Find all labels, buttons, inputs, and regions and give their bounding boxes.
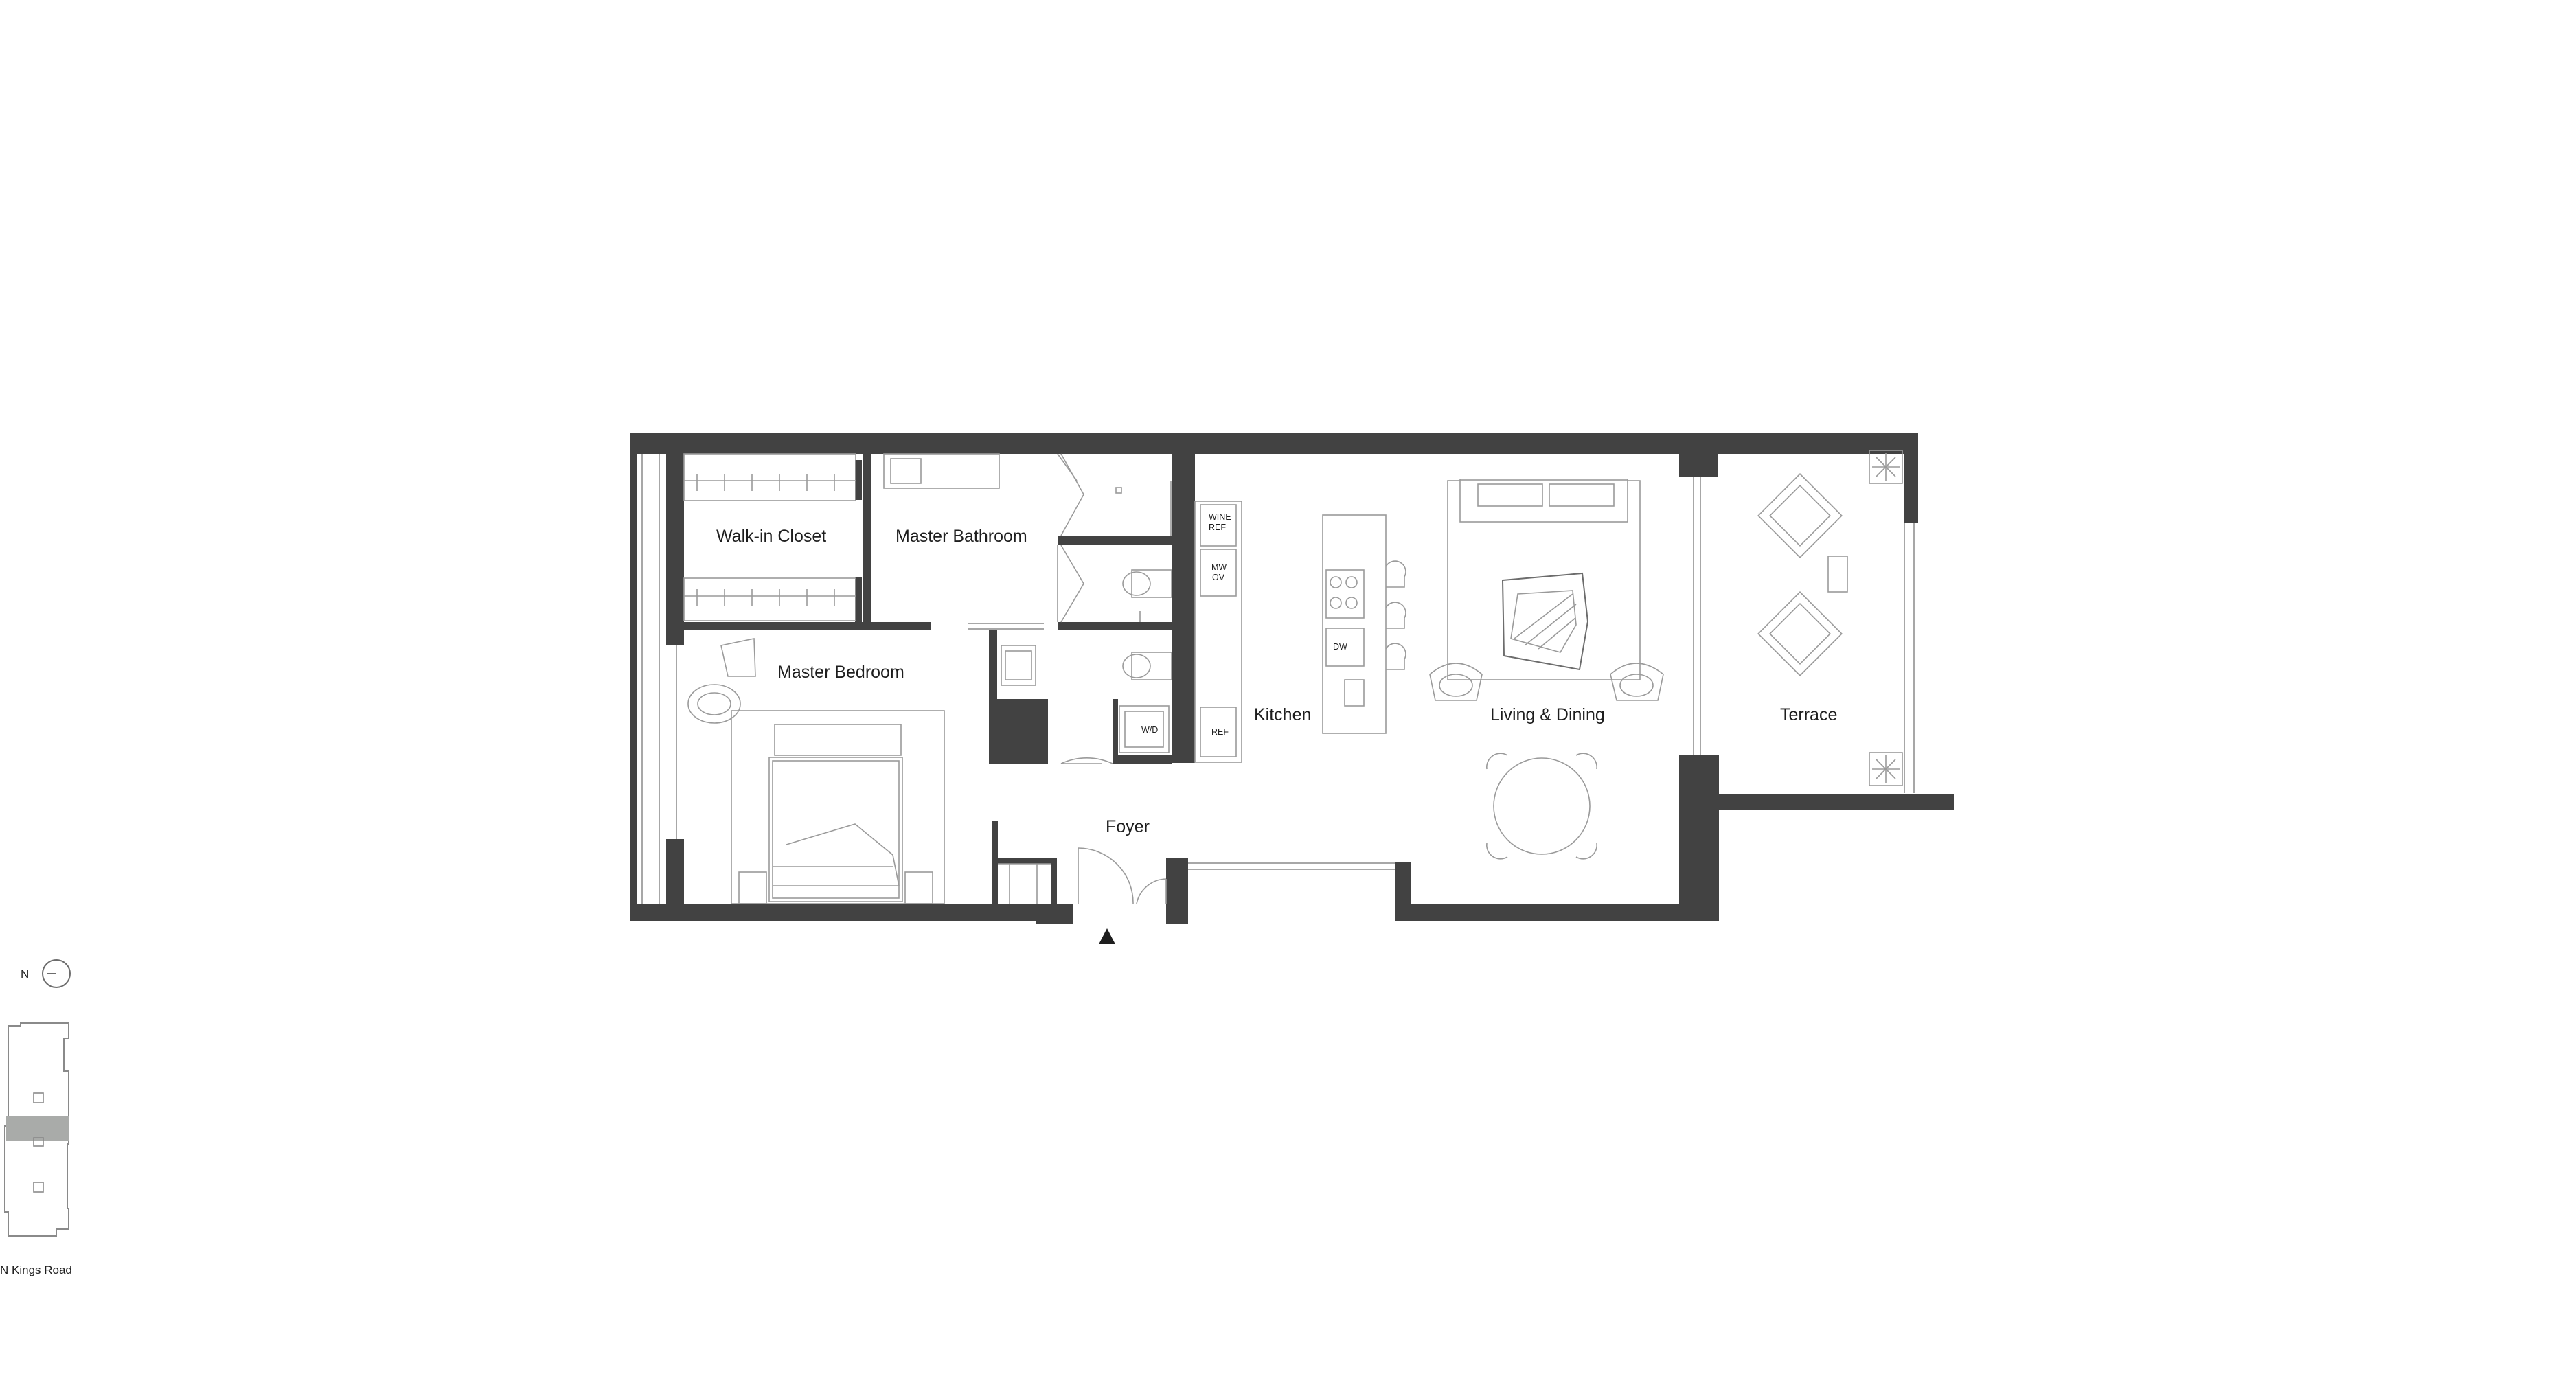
bathroom-fixtures <box>883 453 1172 630</box>
room-master-bathroom: Master Bathroom <box>896 527 1027 546</box>
living-chair-right <box>1610 663 1664 701</box>
bedroom-furniture <box>687 638 945 904</box>
label-dw: DW <box>1333 642 1347 652</box>
kitchen-cabinetry <box>1194 501 1406 763</box>
label-mw-ov-1: MW <box>1211 562 1227 572</box>
building-outline <box>4 1022 69 1237</box>
bedroom-armchair <box>687 638 756 724</box>
label-ref: REF <box>1211 727 1229 737</box>
doors <box>998 453 1167 904</box>
room-foyer: Foyer <box>1106 817 1150 836</box>
north-arrow-icon <box>42 959 71 988</box>
living-chair-left <box>1429 663 1483 701</box>
room-living-dining: Living & Dining <box>1490 705 1605 724</box>
walls <box>630 433 1954 924</box>
room-kitchen: Kitchen <box>1254 705 1311 724</box>
living-furniture <box>1429 479 1664 860</box>
lounger-lower <box>1757 591 1843 676</box>
terrace-furniture <box>1757 450 1903 786</box>
unit-highlight <box>6 1116 69 1141</box>
lounger-upper <box>1757 473 1843 558</box>
glazing <box>641 454 1915 904</box>
north-label: N <box>21 967 29 981</box>
dining-table <box>1486 753 1597 860</box>
powder-room <box>1001 645 1172 764</box>
key-plan: N N Kings Road <box>0 959 72 1276</box>
room-master-bedroom: Master Bedroom <box>777 663 904 682</box>
label-wine-ref-1: WINE <box>1209 512 1231 522</box>
street-label: N Kings Road <box>0 1263 72 1276</box>
room-walk-in-closet: Walk-in Closet <box>716 527 826 546</box>
room-terrace: Terrace <box>1780 705 1837 724</box>
label-mw-ov-2: OV <box>1212 573 1225 582</box>
label-wd: W/D <box>1141 725 1158 735</box>
entry-arrow-icon <box>1099 928 1115 944</box>
label-wine-ref-2: REF <box>1209 523 1226 532</box>
closet-shelving <box>683 453 856 621</box>
